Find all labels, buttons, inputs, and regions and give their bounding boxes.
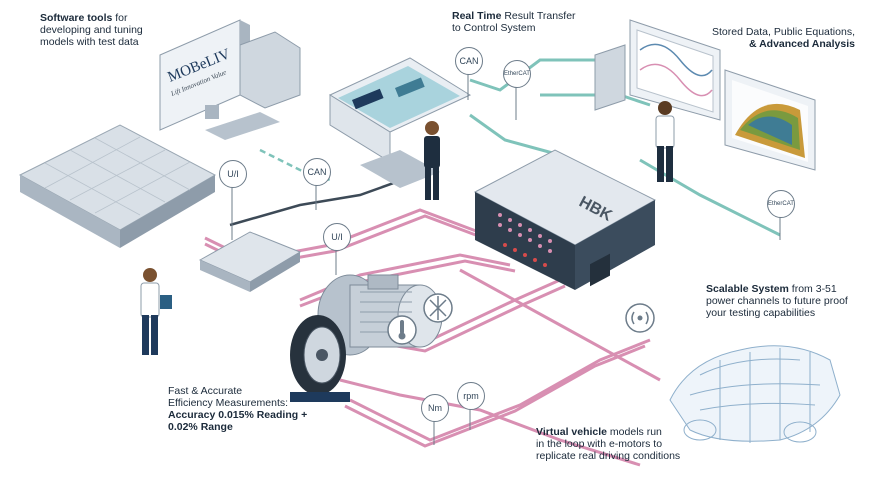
tag-stems: [231, 73, 781, 445]
caption-stored-line1: Stored Data, Public Equations,: [711, 26, 855, 38]
caption-realtime-line2: to Control System: [452, 22, 536, 34]
virtual-vehicle: [669, 345, 841, 443]
thermometer-icon: [387, 315, 417, 345]
caption-scalable-bold: Scalable System: [706, 283, 789, 295]
can-tag-label: CAN: [459, 56, 479, 66]
caption-virtual-line3: replicate real driving conditions: [536, 450, 681, 462]
caption-software-tools: Software tools for developing and tuning…: [40, 12, 143, 48]
ui-tag-label: U/I: [331, 232, 343, 242]
ethercat-tag-label: EtherCAT: [504, 71, 530, 77]
caption-virtual-vehicle: Virtual vehicle models run in the loop w…: [536, 426, 680, 462]
caption-virtual-bold: Virtual vehicle: [536, 426, 608, 438]
torque-tag-label: Nm: [428, 403, 442, 413]
ethercat-tag-analysis: EtherCAT: [767, 190, 795, 218]
caption-efficiency-line2: Efficiency Measurements:: [168, 397, 289, 409]
ethercat-tag-realtime: EtherCAT: [503, 60, 531, 88]
caption-software-line3: models with test data: [40, 36, 139, 48]
caption-scalable: Scalable System from 3-51 power channels…: [706, 283, 848, 319]
engineer-center: [424, 121, 440, 200]
hbk-power-analyzer: [473, 149, 657, 290]
battery-pack: [18, 124, 217, 248]
caption-virtual-rest: models run: [607, 426, 662, 438]
engineer-right: [655, 101, 675, 182]
caption-efficiency-bold2: 0.02% Range: [168, 421, 233, 433]
caption-efficiency: Fast & Accurate Efficiency Measurements:…: [168, 385, 307, 433]
caption-virtual-line2: in the loop with e-motors to: [536, 438, 663, 450]
analysis-monitors: [594, 19, 816, 171]
speed-tag-label: rpm: [463, 391, 479, 401]
caption-efficiency-bold1: Accuracy 0.015% Reading +: [168, 409, 308, 421]
control-monitor: [328, 57, 472, 188]
torque-tag: Nm: [421, 394, 449, 422]
ethercat-tag-label: EtherCAT: [768, 201, 794, 207]
caption-scalable-line2: power channels to future proof: [706, 295, 848, 307]
dynamometer: [290, 315, 350, 402]
ui-tag-battery: U/I: [219, 160, 247, 188]
caption-realtime-rest: Result Transfer: [501, 10, 576, 22]
engineer-left: [140, 268, 172, 355]
caption-efficiency-line1: Fast & Accurate: [168, 385, 243, 397]
wireless-signal-icon: [625, 303, 655, 333]
can-tag-realtime: CAN: [455, 47, 483, 75]
caption-software-rest: for: [112, 12, 128, 24]
caption-software-bold: Software tools: [40, 12, 113, 24]
software-monitor: [159, 19, 301, 140]
caption-scalable-line3: your testing capabilities: [706, 307, 816, 319]
ui-tag-motor: U/I: [323, 223, 351, 251]
vibration-sensor-icon: [423, 293, 453, 323]
can-tag-controller: CAN: [303, 158, 331, 186]
caption-scalable-rest: from 3-51: [788, 283, 837, 295]
speed-tag: rpm: [457, 382, 485, 410]
can-tag-label: CAN: [307, 167, 327, 177]
caption-software-line2: developing and tuning: [40, 24, 143, 36]
motor-controller: [198, 231, 302, 292]
caption-realtime-bold: Real Time: [452, 10, 502, 22]
caption-realtime: Real Time Result Transfer to Control Sys…: [452, 10, 576, 34]
caption-stored-data: Stored Data, Public Equations, & Advance…: [700, 26, 855, 50]
caption-stored-bold: & Advanced Analysis: [748, 38, 855, 50]
ui-tag-label: U/I: [227, 169, 239, 179]
